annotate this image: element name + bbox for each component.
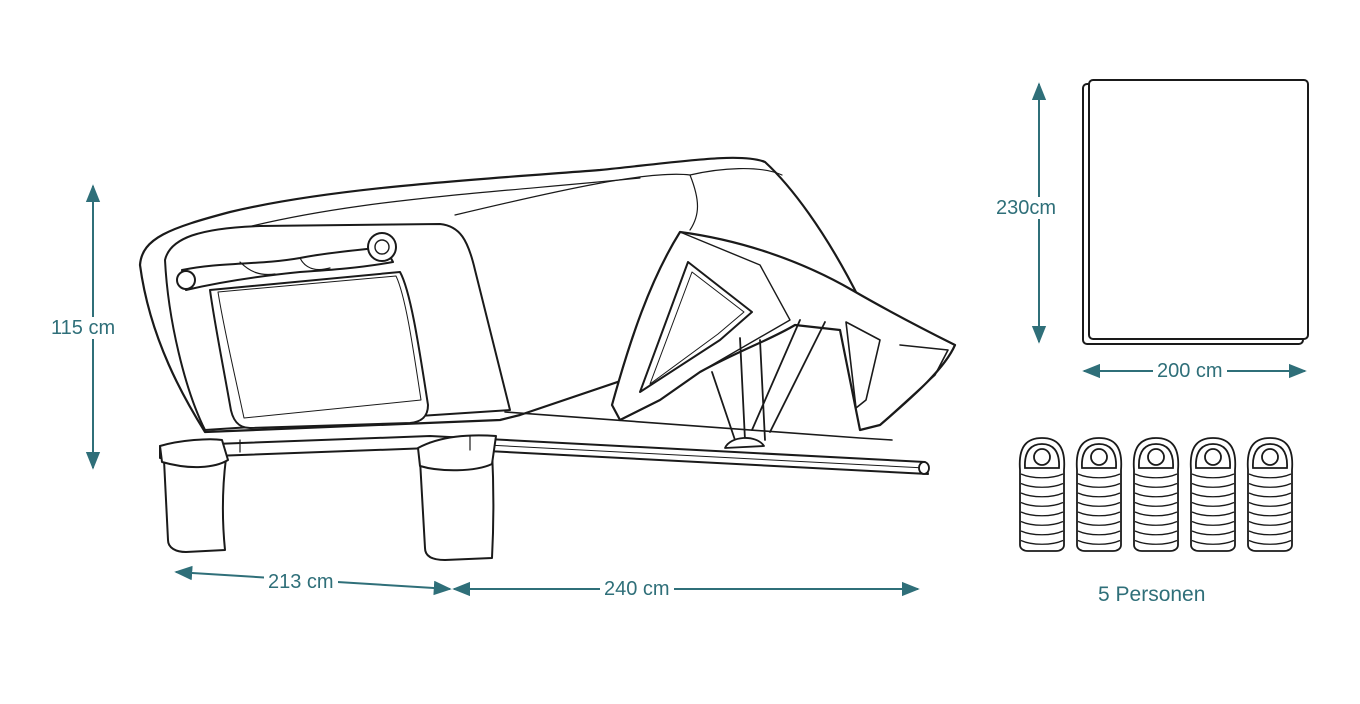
sleeping-bag-icon (1018, 437, 1066, 552)
height-label: 115 cm (47, 317, 120, 339)
sleeping-bag-icon (1246, 437, 1294, 552)
length-open-label: 240 cm (600, 578, 674, 600)
roof-tent-icon (138, 156, 957, 561)
sleeping-bags-group (1018, 437, 1294, 552)
length-closed-label: 213 cm (264, 571, 338, 593)
mattress-length-label: 230cm (992, 197, 1061, 219)
sleeping-bag-icon (1075, 437, 1123, 552)
sleeping-bag-icon (1132, 437, 1180, 552)
capacity-label: 5 Personen (1098, 583, 1206, 606)
sleeping-bag-icon (1189, 437, 1237, 552)
mattress-width-label: 200 cm (1153, 360, 1227, 382)
mattress-icon (1082, 79, 1309, 345)
